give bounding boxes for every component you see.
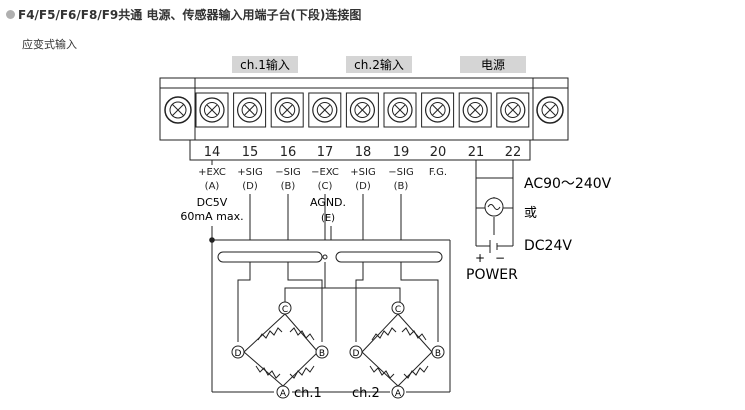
junction-dot <box>209 237 215 243</box>
exc-voltage-note: DC5V <box>197 196 228 209</box>
terminal-number-21: 21 <box>468 145 485 160</box>
bridge-node-b <box>315 345 329 359</box>
terminal-numbers: 14 15 16 17 18 19 20 21 22 <box>204 145 522 160</box>
signal-label-19: −SIG <box>388 167 413 178</box>
terminal-screw-21-icon <box>458 92 492 128</box>
signal-code-19: (B) <box>394 181 409 192</box>
bridge-node-d <box>231 345 245 359</box>
terminal-number-20: 20 <box>430 145 447 160</box>
bridge-node-a-label: A <box>395 389 402 399</box>
power-or-label: 或 <box>524 206 537 221</box>
signal-label-14: +EXC <box>198 167 226 178</box>
signal-code-17: (C) <box>318 181 333 192</box>
terminal-screw-14-icon <box>195 92 229 128</box>
bridge-node-a <box>391 385 405 399</box>
terminal-screw-19-icon <box>383 92 417 128</box>
signal-code-18: (D) <box>355 181 371 192</box>
signal-label-17: −EXC <box>311 167 339 178</box>
terminal-number-15: 15 <box>242 145 259 160</box>
power-minus-label: − <box>495 251 505 265</box>
signal-label-20: F.G. <box>429 167 447 178</box>
power-header-label: 电源 <box>481 58 505 72</box>
terminal-block <box>159 77 569 161</box>
power-label: POWER <box>466 267 518 283</box>
bridge-ch2: C D B A ch.2 <box>349 301 445 401</box>
signal-code-15: (D) <box>242 181 258 192</box>
signal-code-14: (A) <box>205 181 220 192</box>
power-ac-label: AC90～240V <box>524 176 612 192</box>
bridge-node-d-label: D <box>235 349 242 359</box>
terminal-screw-17-icon <box>308 92 342 128</box>
page-title: F4/F5/F6/F8/F9共通 电源、传感器输入用端子台(下段)连接图 <box>18 7 362 22</box>
bridge-ch2-label: ch.2 <box>352 386 380 401</box>
power-plus-label: + <box>475 251 485 265</box>
bridge-node-a <box>276 385 290 399</box>
terminal-screw-16-icon <box>270 92 304 128</box>
bridge-node-b-label: B <box>435 349 441 359</box>
terminal-screws <box>195 92 530 128</box>
terminal-signal-labels: +EXC +SIG −SIG −EXC +SIG −SIG F.G. (A) (… <box>198 167 447 192</box>
ch2-header-label: ch.2输入 <box>354 57 404 72</box>
agnd-label: AGND. <box>310 196 346 209</box>
terminal-number-14: 14 <box>204 145 221 160</box>
bridge-node-d <box>349 345 363 359</box>
bridge-node-a-label: A <box>280 389 287 399</box>
agnd-code: (E) <box>321 213 335 224</box>
ch1-header-bg <box>232 56 298 73</box>
bridge-node-b-label: B <box>319 349 325 359</box>
bridge-ch1-label: ch.1 <box>294 386 322 401</box>
terminal-screw-15-icon <box>233 92 267 128</box>
right-mount-screw-icon <box>536 96 564 124</box>
wires <box>211 160 514 393</box>
bridge-node-c <box>391 301 405 315</box>
signal-label-16: −SIG <box>275 167 300 178</box>
bridge-node-c-label: C <box>395 305 401 315</box>
terminal-screw-18-icon <box>345 92 379 128</box>
title-row: F4/F5/F6/F8/F9共通 电源、传感器输入用端子台(下段)连接图 <box>6 5 361 23</box>
left-mount-screw-icon <box>164 96 192 124</box>
terminal-number-16: 16 <box>280 145 297 160</box>
terminal-number-22: 22 <box>505 145 522 160</box>
terminal-screw-22-icon <box>496 92 530 128</box>
signal-label-15: +SIG <box>237 167 262 178</box>
signal-label-18: +SIG <box>350 167 375 178</box>
ch1-header-label: ch.1输入 <box>240 57 290 72</box>
ac-source-icon <box>484 197 504 217</box>
terminal-number-19: 19 <box>393 145 410 160</box>
bridge-node-b <box>431 345 445 359</box>
power-dc-label: DC24V <box>524 238 572 254</box>
terminal-screw-20-icon <box>421 92 455 128</box>
bridge-node-c <box>278 301 292 315</box>
terminal-number-17: 17 <box>317 145 334 160</box>
bridge-node-d-label: D <box>353 349 360 359</box>
bullet-icon <box>6 9 15 19</box>
exc-current-note: 60mA max. <box>180 210 243 223</box>
page-subtitle: 应变式输入 <box>22 38 77 51</box>
shield-drain-point <box>322 254 328 260</box>
power-header-bg <box>460 56 526 73</box>
bridge-ch1: C D B A ch.1 <box>231 301 329 401</box>
ch2-header-bg <box>346 56 412 73</box>
terminal-number-18: 18 <box>355 145 372 160</box>
signal-code-16: (B) <box>281 181 296 192</box>
bridge-node-c-label: C <box>282 305 288 315</box>
